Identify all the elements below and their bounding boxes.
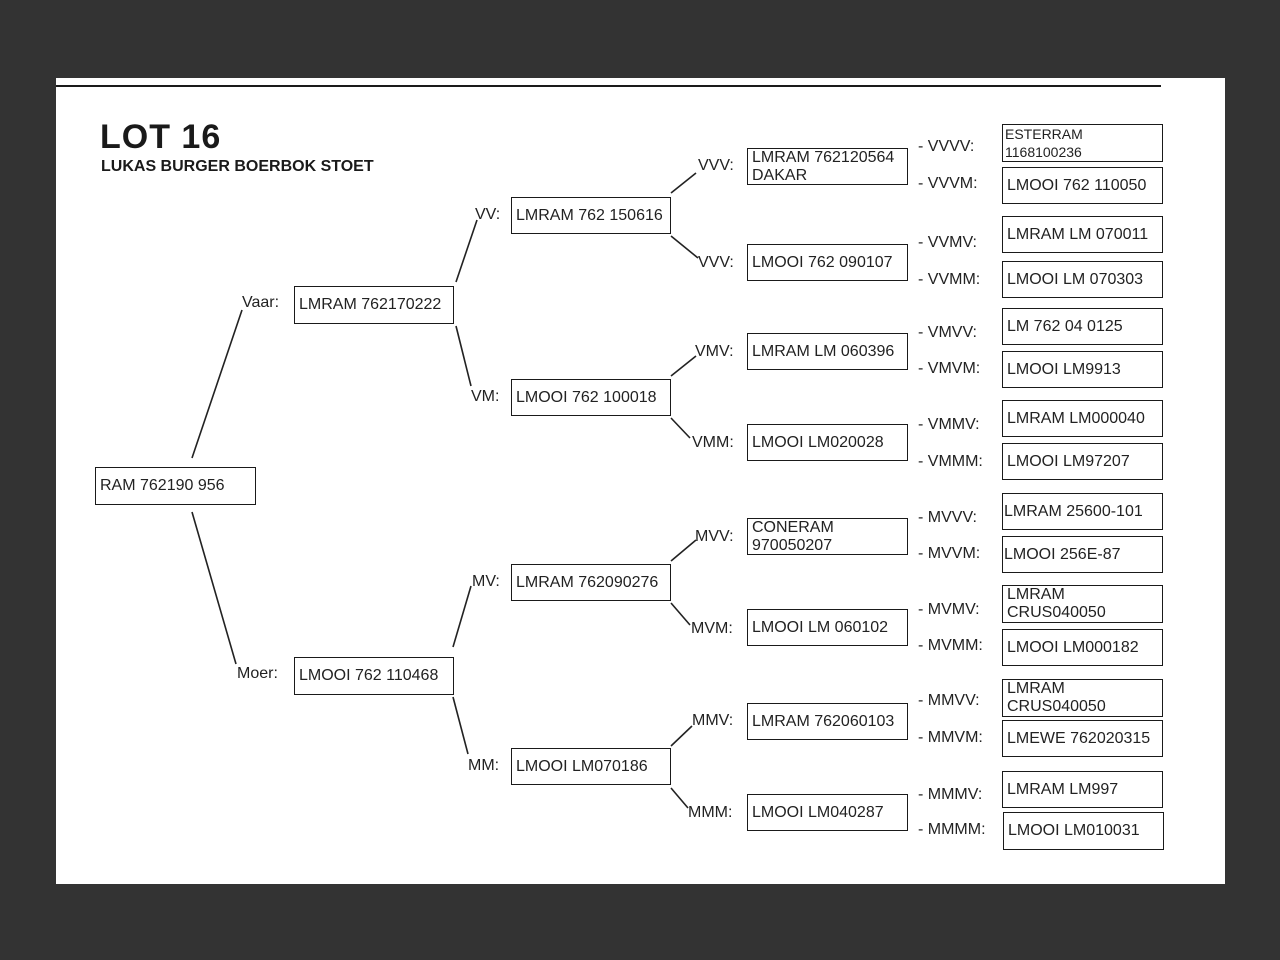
pedigree-connector-lines <box>191 172 699 809</box>
connector-line <box>670 417 691 439</box>
g3-box: CONERAM 970050207 <box>747 518 908 555</box>
g3-box: LMRAM LM 060396 <box>747 333 908 370</box>
g4-label: - VVMV: <box>918 234 977 251</box>
g4-box: LMOOI LM000182 <box>1002 629 1163 666</box>
g4-label: - MMVV: <box>918 692 980 709</box>
g4-box: LMOOI LM 070303 <box>1002 261 1163 298</box>
g4-box: LM 762 04 0125 <box>1002 308 1163 345</box>
dam-label: Moer: <box>237 665 278 682</box>
g3-box: LMOOI LM 060102 <box>747 609 908 646</box>
dam-box: LMOOI 762 110468 <box>294 657 454 695</box>
g2-label: MM: <box>468 757 500 774</box>
connector-line <box>455 219 478 283</box>
g4-box: LMRAM LM000040 <box>1002 400 1163 437</box>
g4-label: - MVVM: <box>918 545 981 562</box>
connector-line <box>670 725 693 747</box>
connector-line <box>670 602 691 626</box>
connector-line <box>670 172 697 194</box>
g3-label: VVV: <box>698 157 734 174</box>
g4-label: - MMVM: <box>918 729 983 746</box>
g4-box: LMEWE 762020315 <box>1002 720 1163 757</box>
g3-box: LMOOI 762 090107 <box>747 244 908 281</box>
lot-subtitle: LUKAS BURGER BOERBOK STOET <box>101 158 374 175</box>
g3-label: MVM: <box>691 620 733 637</box>
g4-box: LMRAM LM997 <box>1002 771 1163 808</box>
g2-box: LMRAM 762 150616 <box>511 197 671 234</box>
g3-label: VMM: <box>692 434 734 451</box>
g2-label: MV: <box>472 573 500 590</box>
g4-label: - MVMV: <box>918 601 980 618</box>
g3-label: MMV: <box>692 712 734 729</box>
g3-label: MMM: <box>688 804 733 821</box>
g4-label: - VVVV: <box>918 138 975 155</box>
g4-label: - MVVV: <box>918 509 977 526</box>
g4-box: LMRAM CRUS040050 <box>1002 679 1163 717</box>
g4-label: - VMVV: <box>918 324 977 341</box>
g2-box: LMOOI 762 100018 <box>511 379 671 416</box>
connector-line <box>670 787 689 809</box>
g4-box: LMOOI LM010031 <box>1003 812 1164 850</box>
g2-box: LMOOI LM070186 <box>511 748 671 785</box>
connector-line <box>452 696 469 755</box>
g4-box: ESTERRAM 1168100236 YSTERVARK <box>1002 124 1163 162</box>
g3-box: LMRAM 762060103 <box>747 703 908 740</box>
connector-line <box>455 325 472 387</box>
g4-box: LMRAM LM 070011 <box>1002 216 1163 253</box>
g3-box: LMRAM 762120564 DAKAR <box>747 148 908 185</box>
g4-label: - VMVM: <box>918 360 981 377</box>
connector-line <box>191 511 237 665</box>
connector-line <box>191 309 243 459</box>
g4-label: - MMMV: <box>918 786 983 803</box>
top-rule <box>56 85 1161 87</box>
sire-label: Vaar: <box>242 294 280 311</box>
g4-box: LMRAM CRUS040050 <box>1002 585 1163 623</box>
g4-box: LMOOI 762 110050 <box>1002 167 1163 204</box>
connector-line <box>670 539 697 562</box>
g4-label: - MMMM: <box>918 821 986 838</box>
g4-label: - VVVM: <box>918 175 978 192</box>
g2-box: LMRAM 762090276 <box>511 564 671 601</box>
g3-box: LMOOI LM020028 <box>747 424 908 461</box>
g4-label: - VVMM: <box>918 271 981 288</box>
g3-label: MVV: <box>695 528 734 545</box>
sire-box: LMRAM 762170222 <box>294 286 454 324</box>
g4-label: - MVMM: <box>918 637 983 654</box>
animal-box: RAM 762190 956 <box>95 467 256 505</box>
connector-line <box>452 585 472 648</box>
g4-box: LMRAM 25600-101 <box>1002 493 1163 530</box>
g4-box: LMOOI LM9913 <box>1002 351 1163 388</box>
g3-label: VMV: <box>695 343 734 360</box>
g2-label: VM: <box>471 388 500 405</box>
connector-line <box>670 355 697 377</box>
connector-line <box>670 235 699 259</box>
g4-label: - VMMM: <box>918 453 983 470</box>
g3-label: VVV: <box>698 254 734 271</box>
g2-label: VV: <box>475 206 501 223</box>
lot-title: LOT 16 <box>100 118 222 156</box>
pedigree-sheet: LOT 16 LUKAS BURGER BOERBOK STOET RAM 76… <box>56 78 1225 884</box>
g3-box: LMOOI LM040287 <box>747 794 908 831</box>
g4-box: LMOOI LM97207 <box>1002 443 1163 480</box>
g4-label: - VMMV: <box>918 416 980 433</box>
g4-box: LMOOI 256E-87 <box>1002 536 1163 573</box>
